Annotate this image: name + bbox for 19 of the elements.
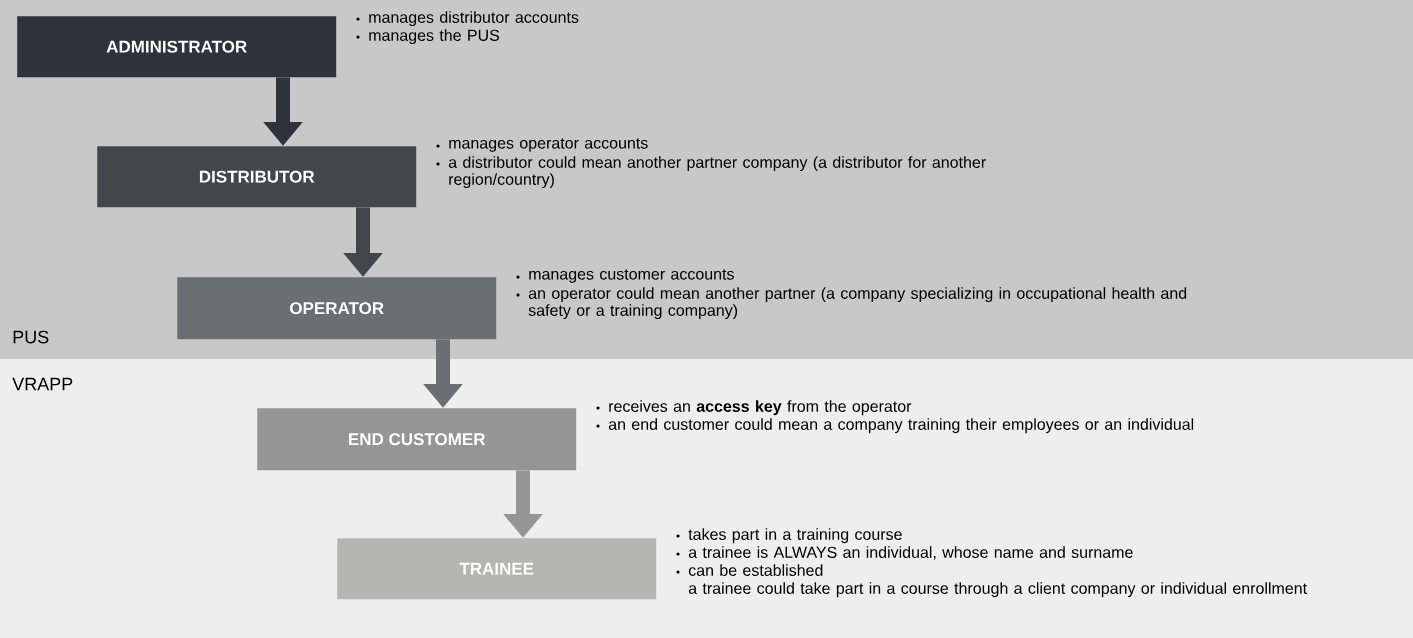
role-box: ADMINISTRATOR: [17, 16, 337, 78]
bullet-item: manages the PUS: [356, 29, 500, 45]
bullet-item: takes part in a training course: [676, 528, 902, 544]
bullet-item: receives an access key from the operator: [596, 400, 912, 416]
role-box: TRAINEE: [337, 538, 657, 600]
bullet-item: an operator could mean another partner (a company specializing in occupational health and safety or a training company): [516, 287, 1187, 320]
region-label: VRAPP: [12, 377, 73, 391]
bullet-item: a distributor could mean another partner company (a distributor for another region/country): [436, 156, 986, 189]
role-box: OPERATOR: [177, 277, 497, 340]
role-box: END CUSTOMER: [257, 408, 577, 471]
bullet-item: a trainee is ALWAYS an individual, whose name and surname: [676, 546, 1133, 560]
region-label: PUS: [13, 330, 49, 344]
bullet-item: manages distributor accounts: [356, 11, 579, 27]
bullet-item: manages customer accounts: [516, 269, 734, 283]
bullet-item: an end customer could mean a company training their employees or an individual: [596, 418, 1194, 434]
role-box: DISTRIBUTOR: [97, 146, 417, 208]
bullet-item: a trainee could take part in a course through a client company or individual enrollment: [688, 582, 1307, 598]
bullet-item: can be established: [676, 564, 823, 576]
bullet-item: manages operator accounts: [436, 138, 648, 152]
